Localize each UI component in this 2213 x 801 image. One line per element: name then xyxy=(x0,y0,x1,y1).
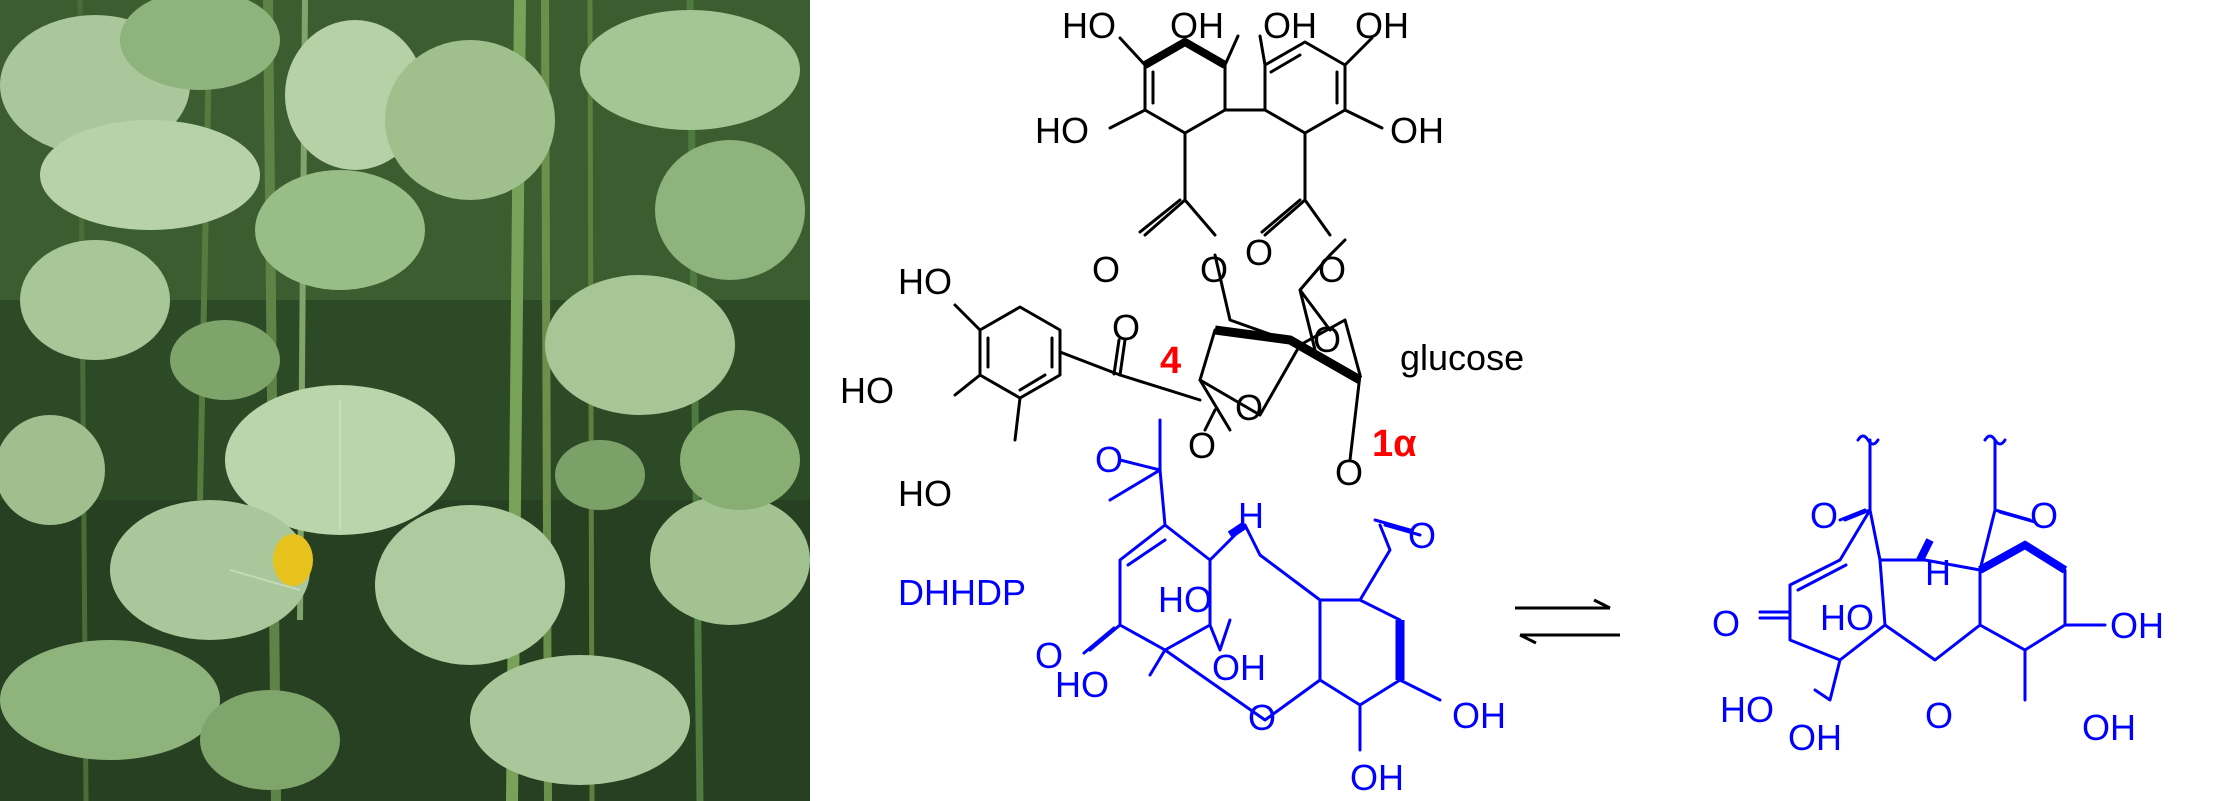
ester-o-label: O xyxy=(1200,249,1228,290)
carbonyl-o-label: O xyxy=(1408,515,1436,556)
oh-label: OH xyxy=(1212,647,1266,688)
link-o-label: O xyxy=(1335,452,1363,493)
dhhdp-group xyxy=(1082,418,1442,752)
oh-label: OH xyxy=(2110,605,2164,646)
ho-label: HO xyxy=(1720,689,1774,730)
carbonyl-o-label: O xyxy=(1810,495,1838,536)
ester-o-label: O xyxy=(1245,232,1273,273)
ho-label: HO xyxy=(898,261,952,302)
right-structure xyxy=(1758,434,2107,702)
link-o-label: O xyxy=(1188,425,1216,466)
dhhdp-label: DHHDP xyxy=(898,572,1026,613)
ring-o-label: O xyxy=(1313,319,1341,360)
oh-label: OH xyxy=(1452,695,1506,736)
ho-label: HO xyxy=(1055,664,1109,705)
ketone-o-label: O xyxy=(1035,635,1063,676)
carbonyl-o-label: O xyxy=(1095,439,1123,480)
oh-label: OH xyxy=(1355,5,1409,46)
hhdp-biaryl xyxy=(1108,34,1384,237)
ho-label: HO xyxy=(1158,579,1212,620)
oh-label: OH xyxy=(1263,5,1317,46)
oh-label: OH xyxy=(1788,717,1842,758)
h-label: H xyxy=(1238,495,1264,536)
ring-o-label: O xyxy=(1925,695,1953,736)
gallate-carbonyl-o-label: O xyxy=(1112,307,1140,348)
equilibrium-arrows xyxy=(1515,598,1620,645)
ester-o-label: O xyxy=(1318,249,1346,290)
oh-label: OH xyxy=(1390,110,1444,151)
plant-photo xyxy=(0,0,810,801)
glucose-core xyxy=(1198,238,1363,462)
carbonyl-o-label: O xyxy=(2030,495,2058,536)
position-1alpha-label: 1α xyxy=(1372,423,1417,465)
ho-label: HO xyxy=(898,473,952,514)
ho-label: HO xyxy=(1062,5,1116,46)
oh-label: OH xyxy=(1170,5,1224,46)
leaves xyxy=(0,0,810,790)
glucose-label: glucose xyxy=(1400,337,1524,378)
oh-label: OH xyxy=(2082,707,2136,748)
oh-label: OH xyxy=(1350,757,1404,798)
ketone-o-label: O xyxy=(1712,603,1740,644)
ester-o-label: O xyxy=(1092,249,1120,290)
h-label: H xyxy=(1925,552,1951,593)
ho-label: HO xyxy=(840,370,894,411)
galloyl-group xyxy=(953,303,1202,442)
ho-label: HO xyxy=(1035,110,1089,151)
position-4-label: 4 xyxy=(1160,340,1181,382)
ring-o-label: O xyxy=(1248,697,1276,738)
ho-label: HO xyxy=(1820,597,1874,638)
ring-o-label: O xyxy=(1235,387,1263,428)
yellow-flower xyxy=(273,534,313,586)
